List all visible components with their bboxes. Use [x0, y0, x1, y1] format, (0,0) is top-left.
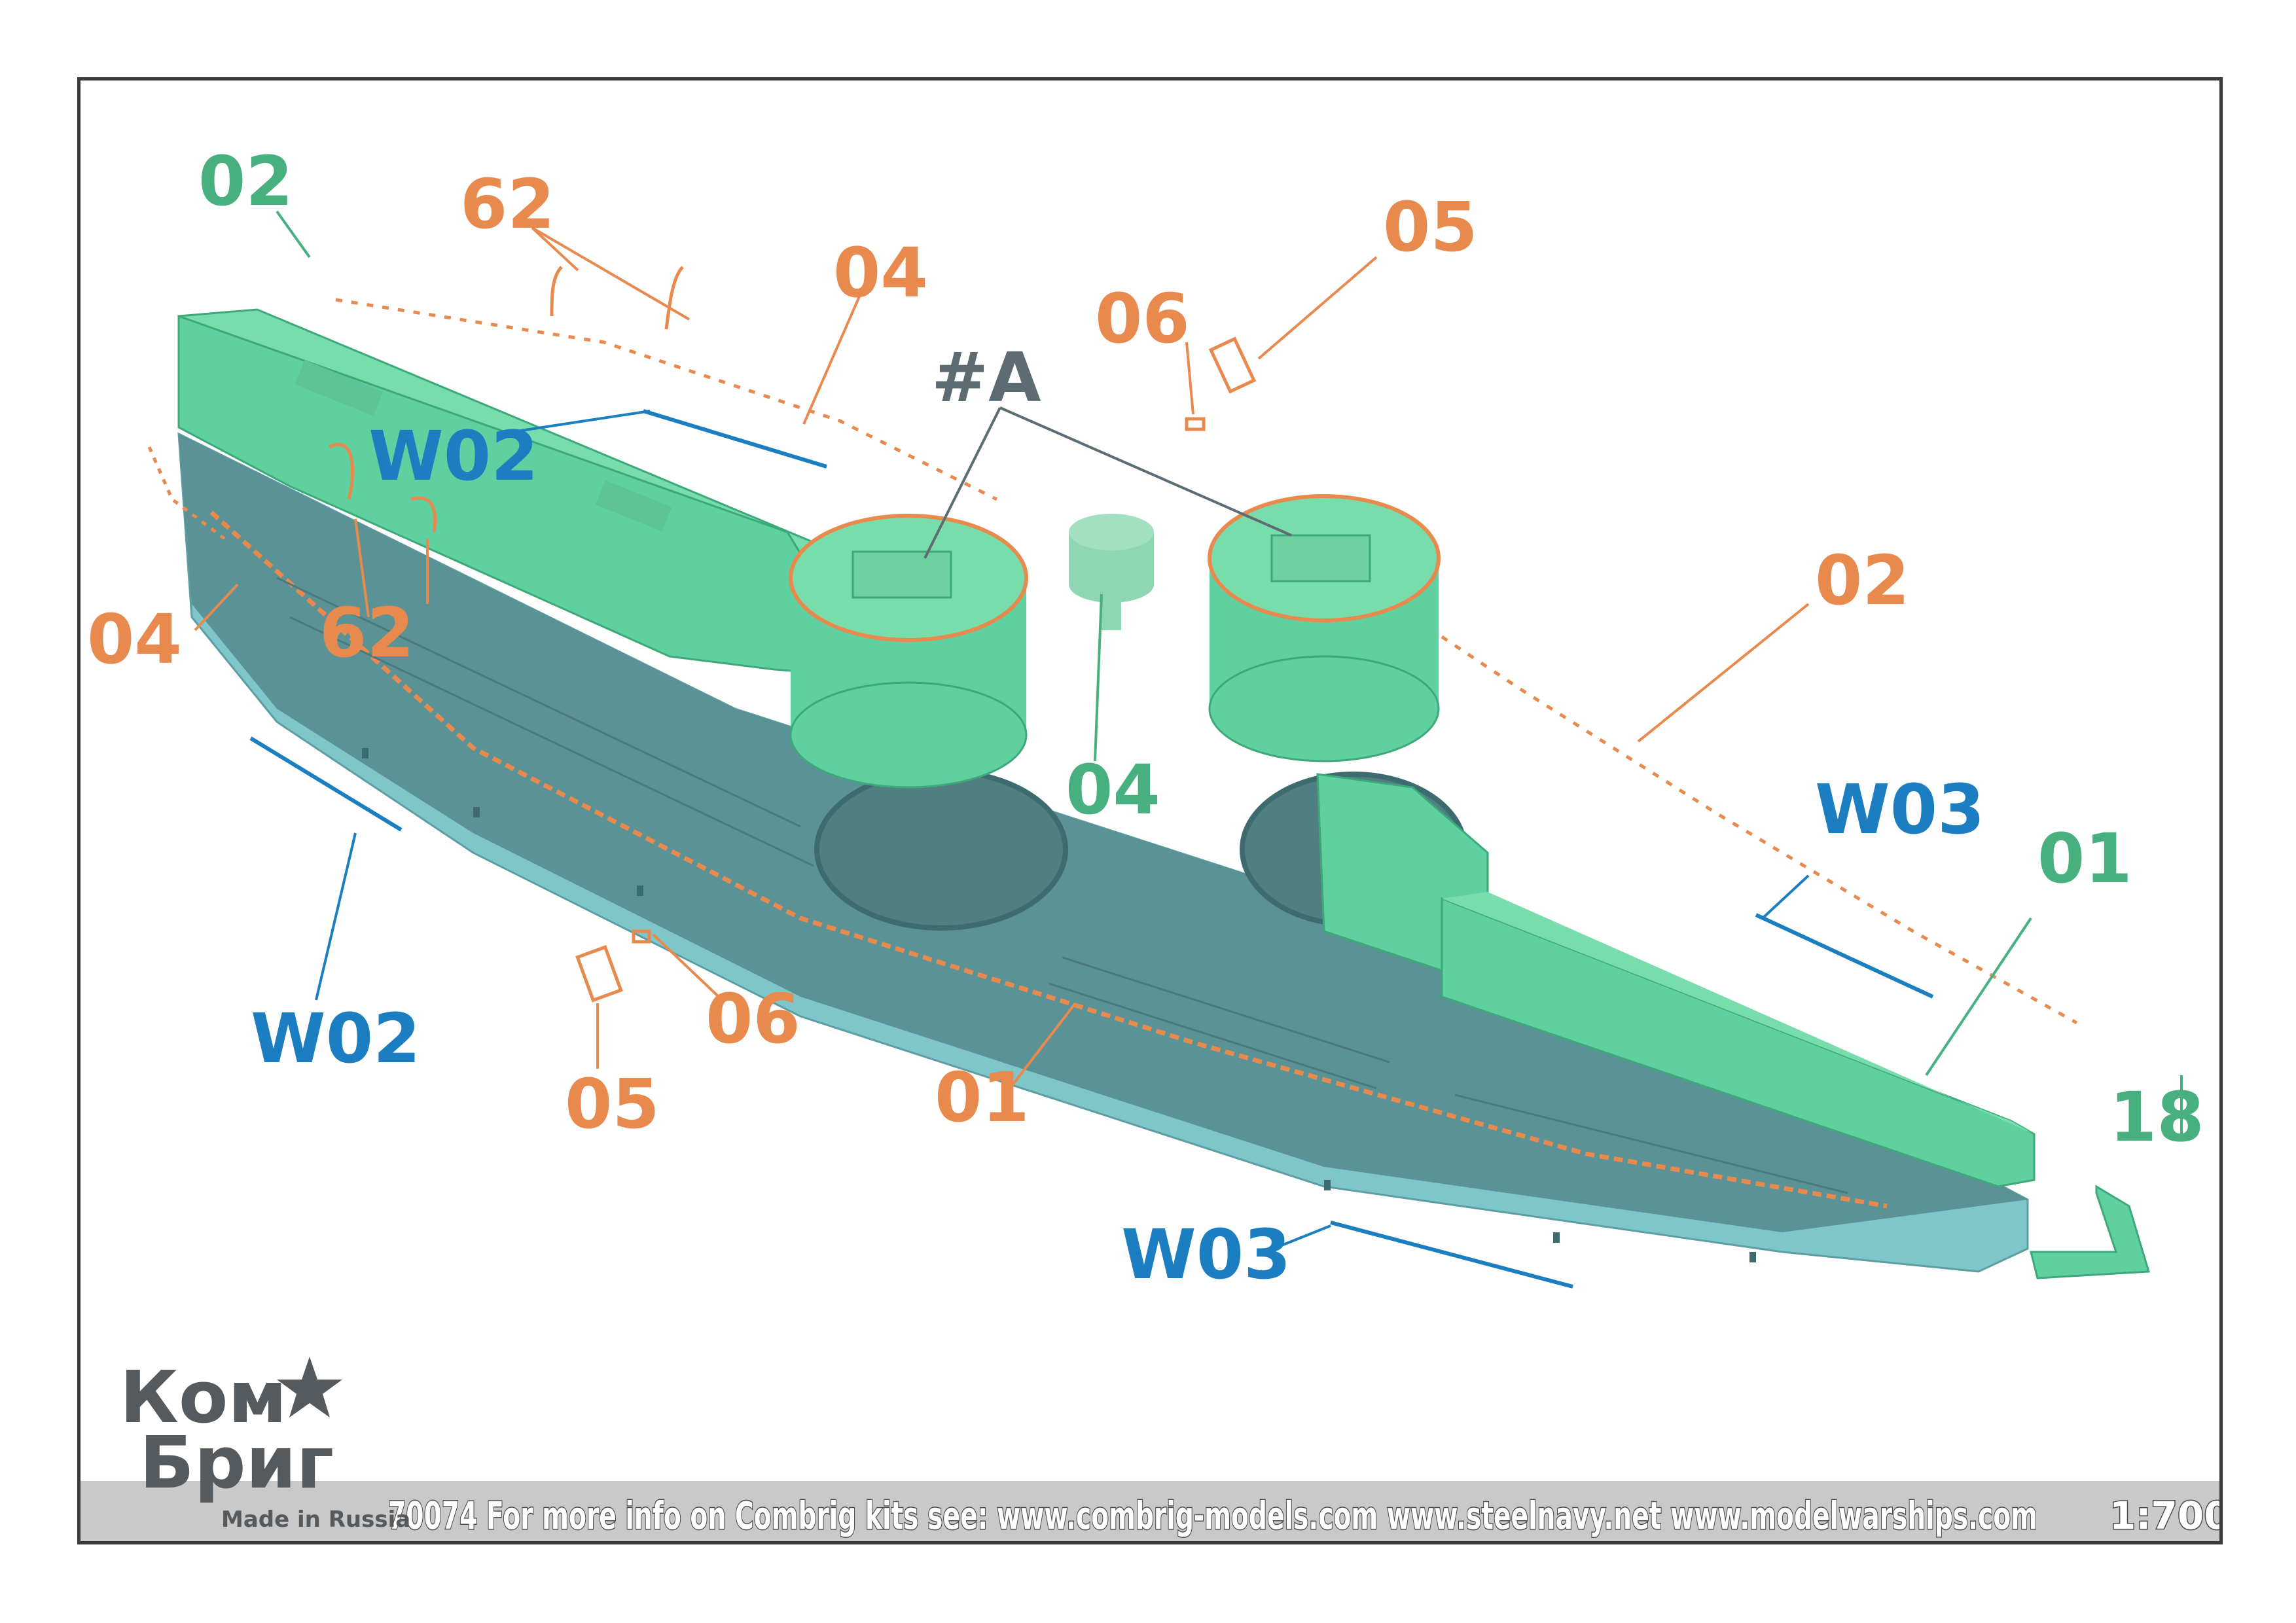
wire-w03-lower [1330, 1221, 1573, 1289]
callout-01-right: 01 [2037, 819, 2132, 899]
callout-04-center: 04 [1066, 750, 1160, 830]
logo-line-1: Ком [120, 1355, 287, 1439]
part-18-bracket [2030, 1185, 2150, 1279]
callout-A: #A [931, 338, 1041, 418]
callout-06-bottom: 06 [706, 979, 800, 1059]
footer-info-text: 70074 For more info on Combrig kits see:… [388, 1493, 2037, 1538]
railing-02-right [1441, 635, 2078, 1025]
skylight [595, 480, 672, 532]
photoetch-railings [147, 266, 2078, 1025]
footer-bar [81, 1481, 2219, 1541]
pe-05-upper [1208, 336, 1257, 394]
wire-w03-right [1755, 913, 1934, 999]
callout-labels: 62 04 06 05 02 04 62 06 05 01 02 04 01 1… [87, 141, 2204, 1294]
callout-w03-right: W03 [1815, 770, 1984, 849]
callout-18: 18 [2109, 1077, 2204, 1157]
leader-lines [194, 210, 2183, 1253]
railing-04-upper [335, 298, 998, 501]
turret-well-fore [814, 768, 1068, 931]
scale-label: 1:700 [2109, 1493, 2223, 1538]
pe-06-upper [1185, 417, 1206, 431]
pe-62-upper-b [664, 266, 684, 330]
callout-05-bottom: 05 [565, 1064, 660, 1144]
logo-made-in: Made in Russia [221, 1507, 410, 1533]
pe-05-lower [575, 945, 623, 1003]
callout-02-top-left: 02 [198, 141, 293, 221]
combrig-logo: Ком Бриг Made in Russia [120, 1355, 410, 1533]
assembly-diagram: 62 04 06 05 02 04 62 06 05 01 02 04 01 1… [81, 141, 2223, 1541]
callout-06-top: 06 [1095, 279, 1190, 359]
hull-portholes [362, 748, 1756, 1262]
callout-05-top: 05 [1383, 187, 1478, 267]
instruction-sheet: 62 04 06 05 02 04 62 06 05 01 02 04 01 1… [77, 77, 2223, 1544]
callout-04-left: 04 [87, 599, 182, 679]
wire-w02-lower [249, 736, 403, 832]
skylight-fore [295, 360, 384, 416]
turret-fore [789, 514, 1028, 789]
wire-w02-upper [643, 409, 827, 469]
pe-62-left-a [328, 442, 355, 500]
pe-06-lower [632, 929, 651, 944]
callout-w03-bottom: W03 [1121, 1215, 1291, 1294]
wire-parts [249, 409, 1934, 1289]
callout-62-top: 62 [460, 164, 555, 244]
turret-aft [1208, 494, 1441, 762]
pe-62-upper-a [550, 266, 563, 317]
callout-04-top: 04 [833, 233, 928, 313]
callout-02-right: 02 [1815, 541, 1910, 620]
funnel-part [1069, 514, 1154, 630]
callout-w02-bottom: W02 [251, 999, 420, 1079]
logo-line-2: Бриг [139, 1421, 334, 1505]
aft-superstructure [1316, 773, 2036, 1188]
callout-62-left: 62 [319, 593, 414, 673]
pe-62-left-b [410, 496, 437, 533]
callout-01-bottom: 01 [935, 1058, 1030, 1137]
deck-planking [276, 577, 1848, 1194]
callout-w02-top: W02 [368, 416, 538, 496]
deck-edge-railing [209, 510, 1888, 1209]
star-icon [277, 1357, 342, 1418]
